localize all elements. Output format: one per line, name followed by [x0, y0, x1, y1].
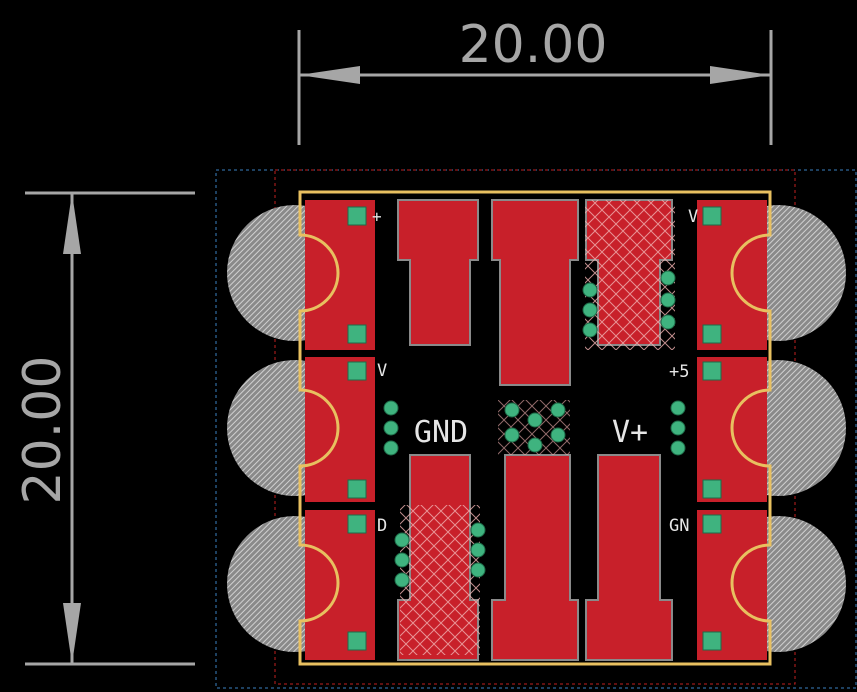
label-right-bottom: GN	[669, 516, 689, 536]
label-left-top: +	[372, 207, 382, 226]
hatch-area-bottom-left	[400, 505, 480, 655]
label-right-top: V	[688, 207, 698, 227]
vias	[347, 206, 722, 651]
label-right-mid: +5	[669, 362, 689, 382]
label-left-bottom: D	[377, 516, 387, 536]
height-dimension: 20.00	[13, 191, 195, 666]
label-center-gnd: GND	[414, 415, 468, 450]
silkscreen-labels: + V D V +5 GN GND V+	[372, 207, 698, 536]
label-left-mid: V	[377, 361, 387, 381]
hatch-area-top-right	[585, 200, 675, 350]
left-copper-pads	[305, 200, 375, 660]
width-dimension: 20.00	[297, 15, 773, 145]
height-dimension-label: 20.00	[13, 356, 73, 505]
label-center-vplus: V+	[612, 415, 648, 450]
board-outline	[298, 190, 772, 666]
width-dimension-label: 20.00	[459, 15, 608, 75]
